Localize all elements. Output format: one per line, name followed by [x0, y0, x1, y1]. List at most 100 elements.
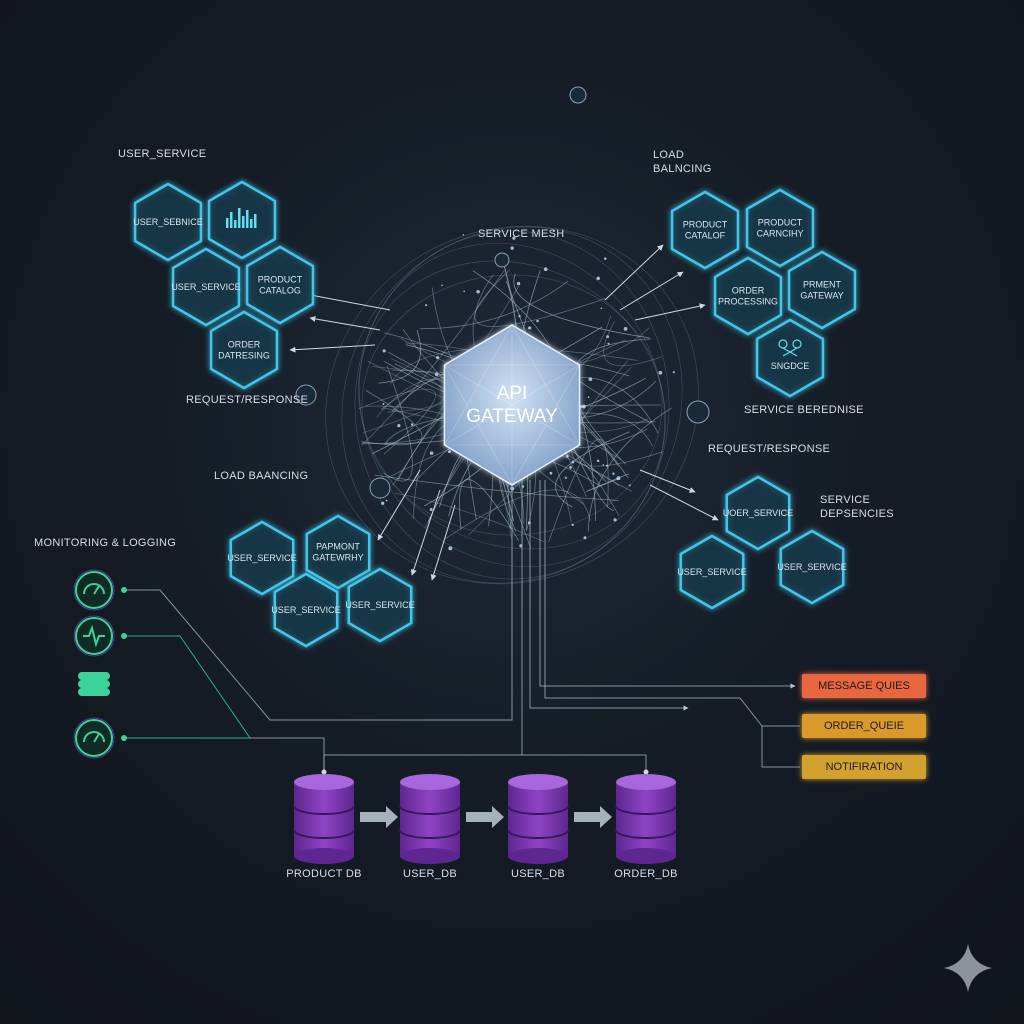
gateway-facet [444, 364, 580, 446]
mesh-line [444, 489, 591, 540]
queue-notification[interactable]: NOTIFIRATION QATEINE [802, 755, 926, 797]
gateway-facet [444, 324, 513, 366]
db-icon-layer [78, 672, 110, 680]
bar-chart-bar [242, 216, 245, 228]
mesh-line [571, 360, 664, 467]
hexagon-label: PAPMONT [316, 542, 360, 552]
gauge-icon[interactable] [73, 569, 115, 611]
database-row [293, 774, 677, 864]
hexagon-label: PRODUCT [758, 218, 803, 228]
db-icon-layer [78, 688, 110, 696]
db-top [616, 774, 676, 790]
service-hexagon[interactable]: USER_SERVICE [677, 534, 747, 610]
request-arrows [289, 244, 719, 581]
hexagon-label: PRMENT [803, 280, 842, 290]
mesh-node [382, 349, 386, 353]
request-arrow [634, 303, 706, 321]
monitoring-icons [73, 569, 115, 759]
mesh-line [603, 320, 662, 367]
label-service-berednise: SERVICE BEREDNISE [744, 404, 864, 416]
mesh-node [448, 450, 452, 454]
connector-node [121, 735, 127, 741]
database-cylinder[interactable] [399, 774, 461, 864]
request-arrow [299, 291, 391, 311]
mesh-node [476, 289, 480, 294]
service-hexagon[interactable]: USER_SEBNICE [133, 182, 203, 262]
service-hexagon[interactable]: UOER_SERVICE [723, 475, 793, 551]
hexagon-label: CARNCIHY [756, 229, 803, 239]
db-flow-arrow [360, 806, 398, 828]
connector-line [539, 480, 796, 689]
database-cylinder[interactable] [615, 774, 677, 864]
gauge-arc [83, 731, 105, 743]
hexagon-shape [229, 520, 295, 596]
db-bottom [400, 848, 460, 864]
hexagon-shape [713, 256, 783, 336]
mesh-node [596, 276, 600, 281]
queue-order[interactable]: ORDER_QUEIE [802, 714, 926, 738]
label-load-bancing: LOAD BAANCING [214, 470, 309, 482]
label-user-service: USER_SERVICE [118, 148, 207, 160]
database-cylinder[interactable] [507, 774, 569, 864]
heartbeat-icon[interactable] [73, 615, 115, 657]
icon-ring [75, 719, 113, 757]
heartbeat-line [83, 624, 105, 648]
mesh-node [606, 335, 610, 339]
mesh-node [658, 370, 663, 375]
mesh-node [628, 484, 631, 487]
connector-line [250, 737, 325, 772]
hexagon-shape [679, 534, 745, 610]
hexagon-label: GATEWAY [800, 291, 843, 301]
service-hexagon[interactable]: USER_SERVICE [171, 247, 241, 327]
gauge-needle [93, 733, 100, 743]
mesh-node [382, 402, 385, 405]
mesh-line [420, 281, 569, 330]
service-hexagon[interactable]: USER_SERVICE [345, 567, 415, 643]
hexagon-shape [273, 572, 339, 648]
db-bottom [616, 848, 676, 864]
bar-chart-bar [250, 219, 253, 228]
service-hexagon[interactable]: USER_SERVICE [271, 572, 341, 648]
mesh-node [528, 326, 532, 330]
db-ring [293, 805, 355, 815]
request-arrow [289, 344, 376, 353]
queue-message[interactable]: MESSAGE QUIES [802, 674, 926, 698]
service-hexagon[interactable]: USER_SERVICE [227, 520, 297, 596]
mesh-node [549, 471, 553, 475]
gauge-icon[interactable] [73, 717, 115, 759]
mesh-line [548, 438, 609, 543]
gateway-facet [511, 324, 580, 446]
icon-ring [75, 571, 113, 609]
mesh-orb [494, 252, 510, 268]
mesh-node [565, 455, 569, 458]
hexagon-shape [245, 245, 315, 325]
gauge-needle [93, 585, 100, 595]
mesh-node [518, 315, 521, 318]
service-hexagon[interactable]: USER_SERVICE [777, 529, 847, 605]
mesh-node [397, 423, 401, 428]
service-hexagon[interactable]: SNGDCE [755, 318, 825, 398]
request-arrow [377, 469, 421, 541]
mesh-node [429, 451, 434, 455]
service-hexagon[interactable] [207, 180, 277, 260]
db-ring [615, 829, 677, 839]
mesh-orb [569, 86, 587, 104]
database-cylinder[interactable] [293, 774, 355, 864]
mesh-line [570, 338, 652, 465]
icon-halo [73, 569, 115, 611]
connector-line [529, 480, 689, 711]
mesh-orbit [358, 260, 666, 550]
database-icon[interactable] [78, 672, 110, 696]
mesh-node [600, 307, 603, 310]
hexagon-label: ORDER [732, 286, 765, 296]
gateway-facet [444, 364, 513, 486]
